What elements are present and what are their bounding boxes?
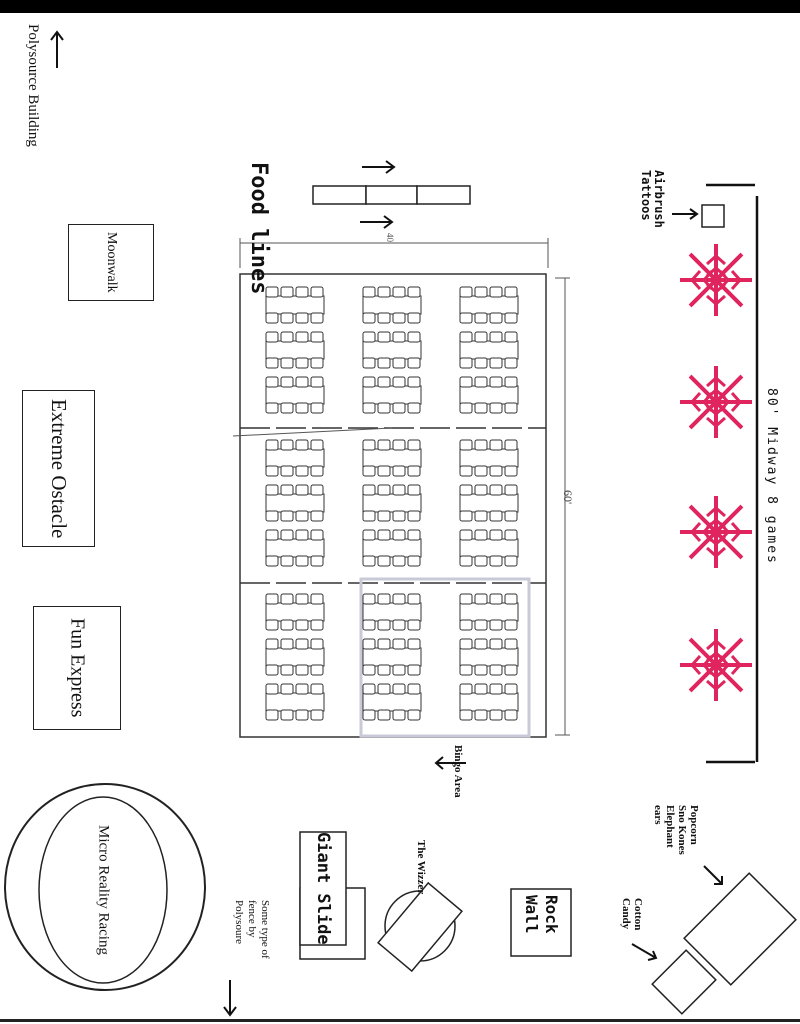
polysource-building-label: Polysource Building	[25, 24, 41, 147]
seating-table	[459, 638, 519, 676]
seating-table	[362, 286, 422, 324]
seating-table	[362, 593, 422, 631]
arrow-down-right-icon	[631, 943, 658, 961]
seating-table	[459, 683, 519, 721]
rock-wall-label-wrap: Rock Wall	[512, 890, 570, 955]
top-border	[0, 0, 800, 13]
airbrush-booth	[701, 204, 725, 228]
seating-table	[362, 683, 422, 721]
food-lines-label: Food lines	[246, 162, 271, 295]
giant-slide-boxes	[299, 831, 366, 960]
arrow-right-icon	[360, 215, 394, 229]
micro-racing-track	[4, 783, 206, 991]
micro-racing-label: Micro Reality Racing	[95, 825, 112, 955]
seating-table	[362, 376, 422, 414]
seating-table	[459, 484, 519, 522]
arrow-right-icon	[362, 160, 396, 174]
moonwalk-label: Moonwalk	[104, 232, 119, 293]
arrow-up-icon	[50, 30, 64, 68]
seating-table	[362, 331, 422, 369]
midway-game-star	[680, 496, 752, 568]
seating-table	[362, 439, 422, 477]
seating-table	[459, 439, 519, 477]
arrow-right-icon	[672, 208, 699, 220]
seating-table	[459, 529, 519, 567]
popcorn-label: Popcorn Sno Kones Elephant ears	[652, 805, 700, 855]
arrow-left-icon	[434, 756, 466, 770]
seating-table	[362, 529, 422, 567]
midway-line	[706, 183, 759, 764]
food-line-booths	[312, 185, 471, 205]
seating-table	[265, 529, 325, 567]
seating-table	[362, 638, 422, 676]
dimension-line-top	[239, 238, 549, 268]
midway-games	[680, 244, 752, 701]
seating-table	[265, 331, 325, 369]
seating-table	[265, 439, 325, 477]
arrow-down-icon	[223, 980, 237, 1017]
seating-table	[265, 593, 325, 631]
seating-table	[459, 331, 519, 369]
bottom-border	[0, 1019, 800, 1022]
micro-racing-label-wrap: Micro Reality Racing	[80, 810, 126, 970]
cotton-candy-label: Cotton Candy	[620, 898, 644, 931]
dimension-top-label: 40'	[385, 233, 395, 244]
seating-table	[265, 484, 325, 522]
dimension-line-right	[555, 277, 570, 736]
giant-slide-label-wrap: Giant Slide	[301, 831, 345, 945]
rock-wall-label: Rock Wall	[522, 895, 561, 934]
dimension-width-label: 60'	[561, 490, 575, 505]
extreme-obstacle-label: Extreme Ostacle	[47, 398, 71, 539]
midway-game-star	[680, 244, 752, 316]
dim-diagonal	[232, 427, 393, 437]
seating-table	[265, 638, 325, 676]
seating-table	[459, 286, 519, 324]
bingo-area-label: Bingo Area	[452, 745, 464, 798]
seating-table	[265, 683, 325, 721]
airbrush-tattoos-label: Airbrush Tattoos	[639, 170, 666, 228]
midway-label: 80' Midway 8 games	[764, 388, 779, 565]
midway-game-star	[680, 629, 752, 701]
rock-wall-box	[510, 888, 572, 957]
bingo-area-highlight	[359, 577, 531, 738]
moonwalk-booth: Moonwalk	[68, 224, 154, 301]
arrow-down-right-icon	[703, 865, 723, 885]
seating-table	[265, 286, 325, 324]
extreme-obstacle-booth: Extreme Ostacle	[22, 390, 95, 547]
seating-table	[362, 484, 422, 522]
seating-tables	[265, 286, 519, 721]
seating-table	[459, 376, 519, 414]
fence-label: Some type of fence by Polysoure	[233, 900, 271, 959]
midway-game-star	[680, 366, 752, 438]
fun-express-booth: Fun Express	[33, 606, 121, 730]
fun-express-label: Fun Express	[66, 618, 89, 718]
wizzer-label: The Wizzer	[415, 840, 427, 895]
seating-table	[265, 376, 325, 414]
giant-slide-label: Giant Slide	[313, 831, 333, 945]
seating-table	[459, 593, 519, 631]
concession-stands	[651, 872, 797, 1015]
wizzer-ride	[377, 881, 463, 973]
